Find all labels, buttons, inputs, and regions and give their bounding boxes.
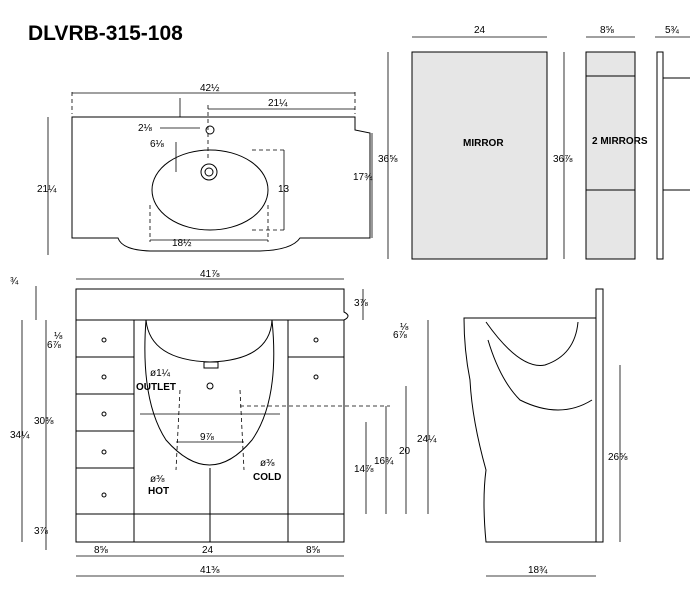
dim-right-drawer-width: 8⅝ [306,545,321,556]
dim-right-drawer-top: 6⅞ [393,330,408,341]
dim-top-depth: 21¼ [37,183,57,195]
dim-left-top-gap: ⅛ [54,331,63,342]
dim-cabinet-depth: 8⅝ [600,25,615,36]
cold-dia: ø⅜ [260,458,275,469]
dim-vanity-width-top: 41⅞ [200,269,220,280]
outlet-label: OUTLET [136,382,176,393]
vanity-front-view: 9⅞ ø1¼ OUTLET ø⅜ HOT ø⅜ COLD 41⅞ ¾ 34¼ 3… [10,269,437,577]
top-plan-view: 42½ 21¼ 2⅛ 6⅛ 21¼ 17¾ 13 18½ [37,83,373,255]
dim-cabinet-side: 5¾ [665,25,680,36]
dim-bowl-width: 18½ [172,238,192,249]
dim-drain-offset: 21¼ [268,97,288,109]
dim-top-thickness: 3⅞ [354,298,369,309]
dim-side-height: 26⅝ [608,452,628,463]
mirror-cabinet-view: 2 MIRRORS 8⅝ 36⅞ 5¾ [553,25,690,260]
cold-label: COLD [253,472,281,483]
dim-top-width: 42½ [200,83,220,94]
dim-center-width: 24 [202,545,214,556]
dim-faucet-back: 2⅛ [138,123,153,134]
hot-label: HOT [148,486,169,497]
dim-drawer-top: 6⅞ [47,340,62,351]
dim-overall-height: 34¼ [10,429,30,441]
mirror-view: MIRROR 24 36⅝ [378,25,548,260]
dim-faucet-front: 6⅛ [150,139,165,150]
dim-body-height: 30⅜ [34,416,54,427]
drawing-title: DLVRB-315-108 [28,22,183,45]
dim-hot-height: 14⅞ [354,464,374,475]
mirror-label: MIRROR [463,138,504,149]
dim-right-top-gap: ⅛ [400,322,409,333]
outlet-dia: ø1¼ [150,367,171,379]
dim-toe-height: 3⅞ [34,526,49,537]
dim-left-drawer-width: 8⅝ [94,545,109,556]
dim-mirror-width: 24 [474,25,486,36]
dim-vanity-width-bottom: 41⅜ [200,565,220,576]
dim-bowl-length: 13 [278,184,290,195]
dim-mirror-height-2: 36⅞ [553,154,573,165]
dim-bowl-depth: 17¾ [353,172,373,183]
vanity-side-view: 26⅝ 18¾ [463,288,628,577]
dim-cold-height: 16¾ [374,456,394,467]
hot-dia: ø⅜ [150,474,165,485]
dim-mirror-height-1: 36⅝ [378,154,398,165]
two-mirrors-label: 2 MIRRORS [592,136,648,147]
dim-side-depth: 18¾ [528,565,548,576]
dim-height-24: 24¼ [417,433,437,445]
dim-supply-spacing: 9⅞ [200,432,215,443]
dim-left-step: ¾ [10,276,19,287]
dim-outlet-height: 20 [399,446,411,457]
